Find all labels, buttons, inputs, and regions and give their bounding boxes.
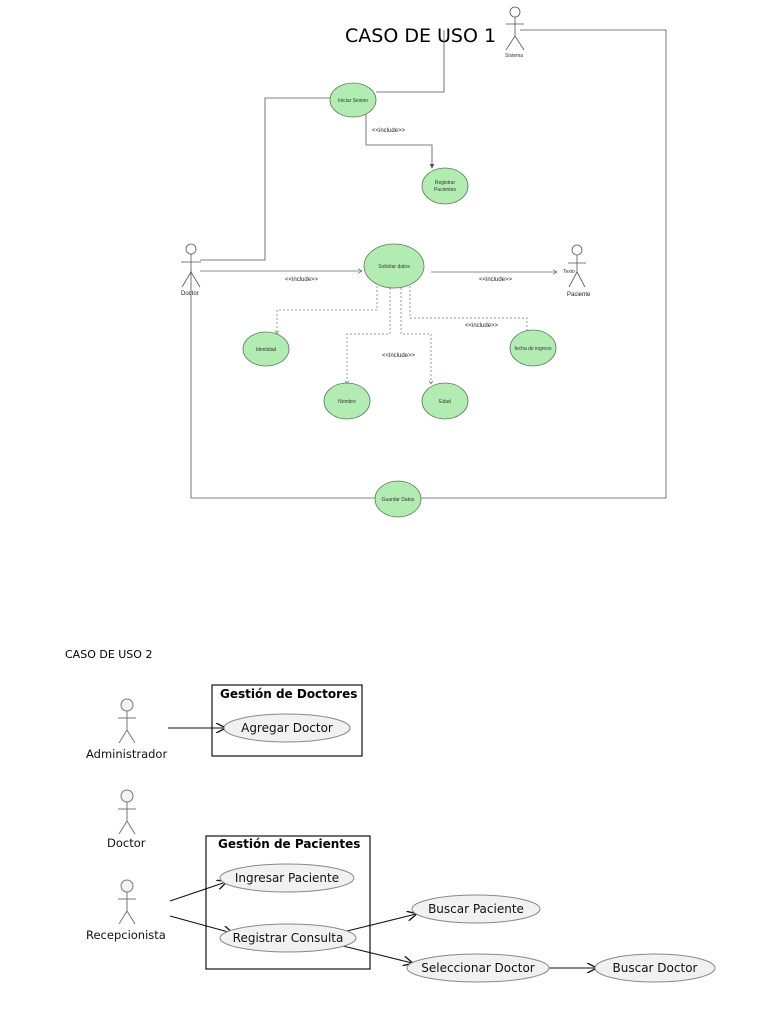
diagram1-title: CASO DE USO 1 (345, 25, 496, 47)
usecase-iniciar-sesion: Iniciar Sesion (329, 82, 377, 118)
usecase-registrar-label-1: Registrar (435, 180, 456, 186)
usecase-registrar-pacientes: Registrar Pacientes (421, 167, 469, 205)
usecase-edad: Edad (421, 382, 469, 420)
include-label-1: <<include>> (372, 128, 406, 134)
include-label-2: <<include>> (285, 277, 319, 283)
usecase-iniciar-sesion-label: Iniciar Sesion (338, 98, 368, 104)
usecase-ingresar-paciente: Ingresar Paciente (219, 863, 355, 893)
include-solicitar-paciente: <<include>> (431, 272, 557, 283)
usecase-buscar-doctor-label: Buscar Doctor (613, 961, 698, 975)
actor-doctor-2-label: Doctor (107, 836, 146, 850)
actor-paciente-extra: Texto (563, 269, 575, 275)
actor-recepcionista-label: Recepcionista (86, 928, 166, 942)
package-gestion-pacientes-title: Gestión de Pacientes (218, 837, 360, 851)
include-label-5: <<include>> (382, 353, 416, 359)
usecase-nombre: Nombre (323, 382, 371, 420)
actor-doctor-1 (181, 243, 201, 288)
usecase-guardar-datos-label: Guardar Datos (382, 497, 415, 503)
usecase-seleccionar-doctor: Seleccionar Doctor (406, 953, 550, 983)
package-gestion-doctores-title: Gestión de Doctores (220, 687, 357, 701)
diagram1-connectors (190, 29, 667, 499)
usecase-fecha-ingreso: fecha de ingreso (509, 329, 557, 367)
actor-administrador (118, 698, 136, 744)
actor-paciente-label: Paciente (567, 292, 591, 298)
usecase-buscar-paciente-label: Buscar Paciente (428, 902, 524, 916)
actor-sistema (505, 6, 525, 51)
diagram2-arrows (168, 728, 596, 968)
actor-doctor-2 (118, 789, 136, 835)
actor-doctor-1-label: Doctor (181, 291, 199, 297)
include-dashed-lines (277, 286, 527, 384)
usecase-registrar-consulta-label: Registrar Consulta (233, 931, 344, 945)
actor-paciente (568, 244, 586, 288)
usecase-fecha-ingreso-label: fecha de ingreso (515, 346, 552, 352)
diagram2-title: CASO DE USO 2 (65, 648, 152, 661)
usecase-agregar-doctor: Agregar Doctor (223, 713, 351, 743)
actor-sistema-label: Sistema (505, 53, 523, 59)
diagram-caso-de-uso-2: CASO DE USO 2 Gestión de Doctores Gestió… (65, 648, 716, 983)
usecase-seleccionar-doctor-label: Seleccionar Doctor (421, 961, 535, 975)
usecase-edad-label: Edad (439, 399, 451, 405)
usecase-identidad-label: Identidad (256, 347, 277, 353)
usecase-identidad: Identidad (242, 331, 290, 367)
usecase-solicitar-datos: Solicitar datos (363, 243, 425, 289)
include-iniciar-registrar: <<include>> (365, 114, 435, 169)
include-label-3: <<include>> (479, 277, 513, 283)
actor-administrador-label: Administrador (86, 747, 167, 761)
usecase-registrar-label-2: Pacientes (434, 187, 456, 193)
usecase-registrar-consulta: Registrar Consulta (219, 923, 357, 953)
usecase-agregar-doctor-label: Agregar Doctor (241, 721, 333, 735)
usecase-buscar-doctor: Buscar Doctor (594, 953, 716, 983)
usecase-solicitar-datos-label: Solicitar datos (378, 264, 410, 270)
include-doctor-solicitar: <<include>> (200, 271, 362, 283)
diagram-caso-de-uso-1: CASO DE USO 1 Sistema Doctor Texto (181, 6, 667, 518)
actor-recepcionista (118, 879, 136, 925)
usecase-nombre-label: Nombre (338, 399, 356, 405)
usecase-ingresar-paciente-label: Ingresar Paciente (235, 871, 339, 885)
include-label-4: <<include>> (465, 323, 499, 329)
usecase-guardar-datos: Guardar Datos (374, 480, 422, 518)
usecase-buscar-paciente: Buscar Paciente (411, 894, 541, 924)
